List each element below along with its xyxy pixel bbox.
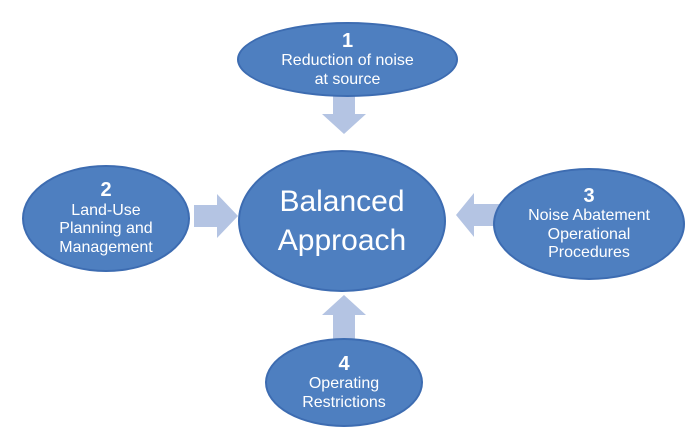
node-number: 2 [100,179,112,202]
node-reduction-of-noise: 1 Reduction of noise at source [237,22,458,97]
left-arrow-icon [456,193,503,237]
node-number: 1 [341,29,354,52]
node-number: 4 [338,352,350,375]
node-noise-abatement: 3 Noise Abatement Operational Procedures [493,168,685,280]
node-label: Noise Abatement Operational Procedures [528,207,650,262]
right-arrow-icon [194,194,238,238]
center-title: Balanced Approach [277,185,407,257]
down-arrow-icon [322,95,366,134]
node-land-use-planning: 2 Land-Use Planning and Management [22,165,190,272]
up-arrow-icon [322,295,366,342]
node-label: Land-Use Planning and Management [59,201,153,256]
node-label: Reduction of noise at source [281,52,414,88]
node-number: 3 [583,184,595,207]
node-operating-restrictions: 4 Operating Restrictions [265,338,423,427]
node-balanced-approach: Balanced Approach [238,150,446,292]
node-label: Operating Restrictions [302,375,386,411]
